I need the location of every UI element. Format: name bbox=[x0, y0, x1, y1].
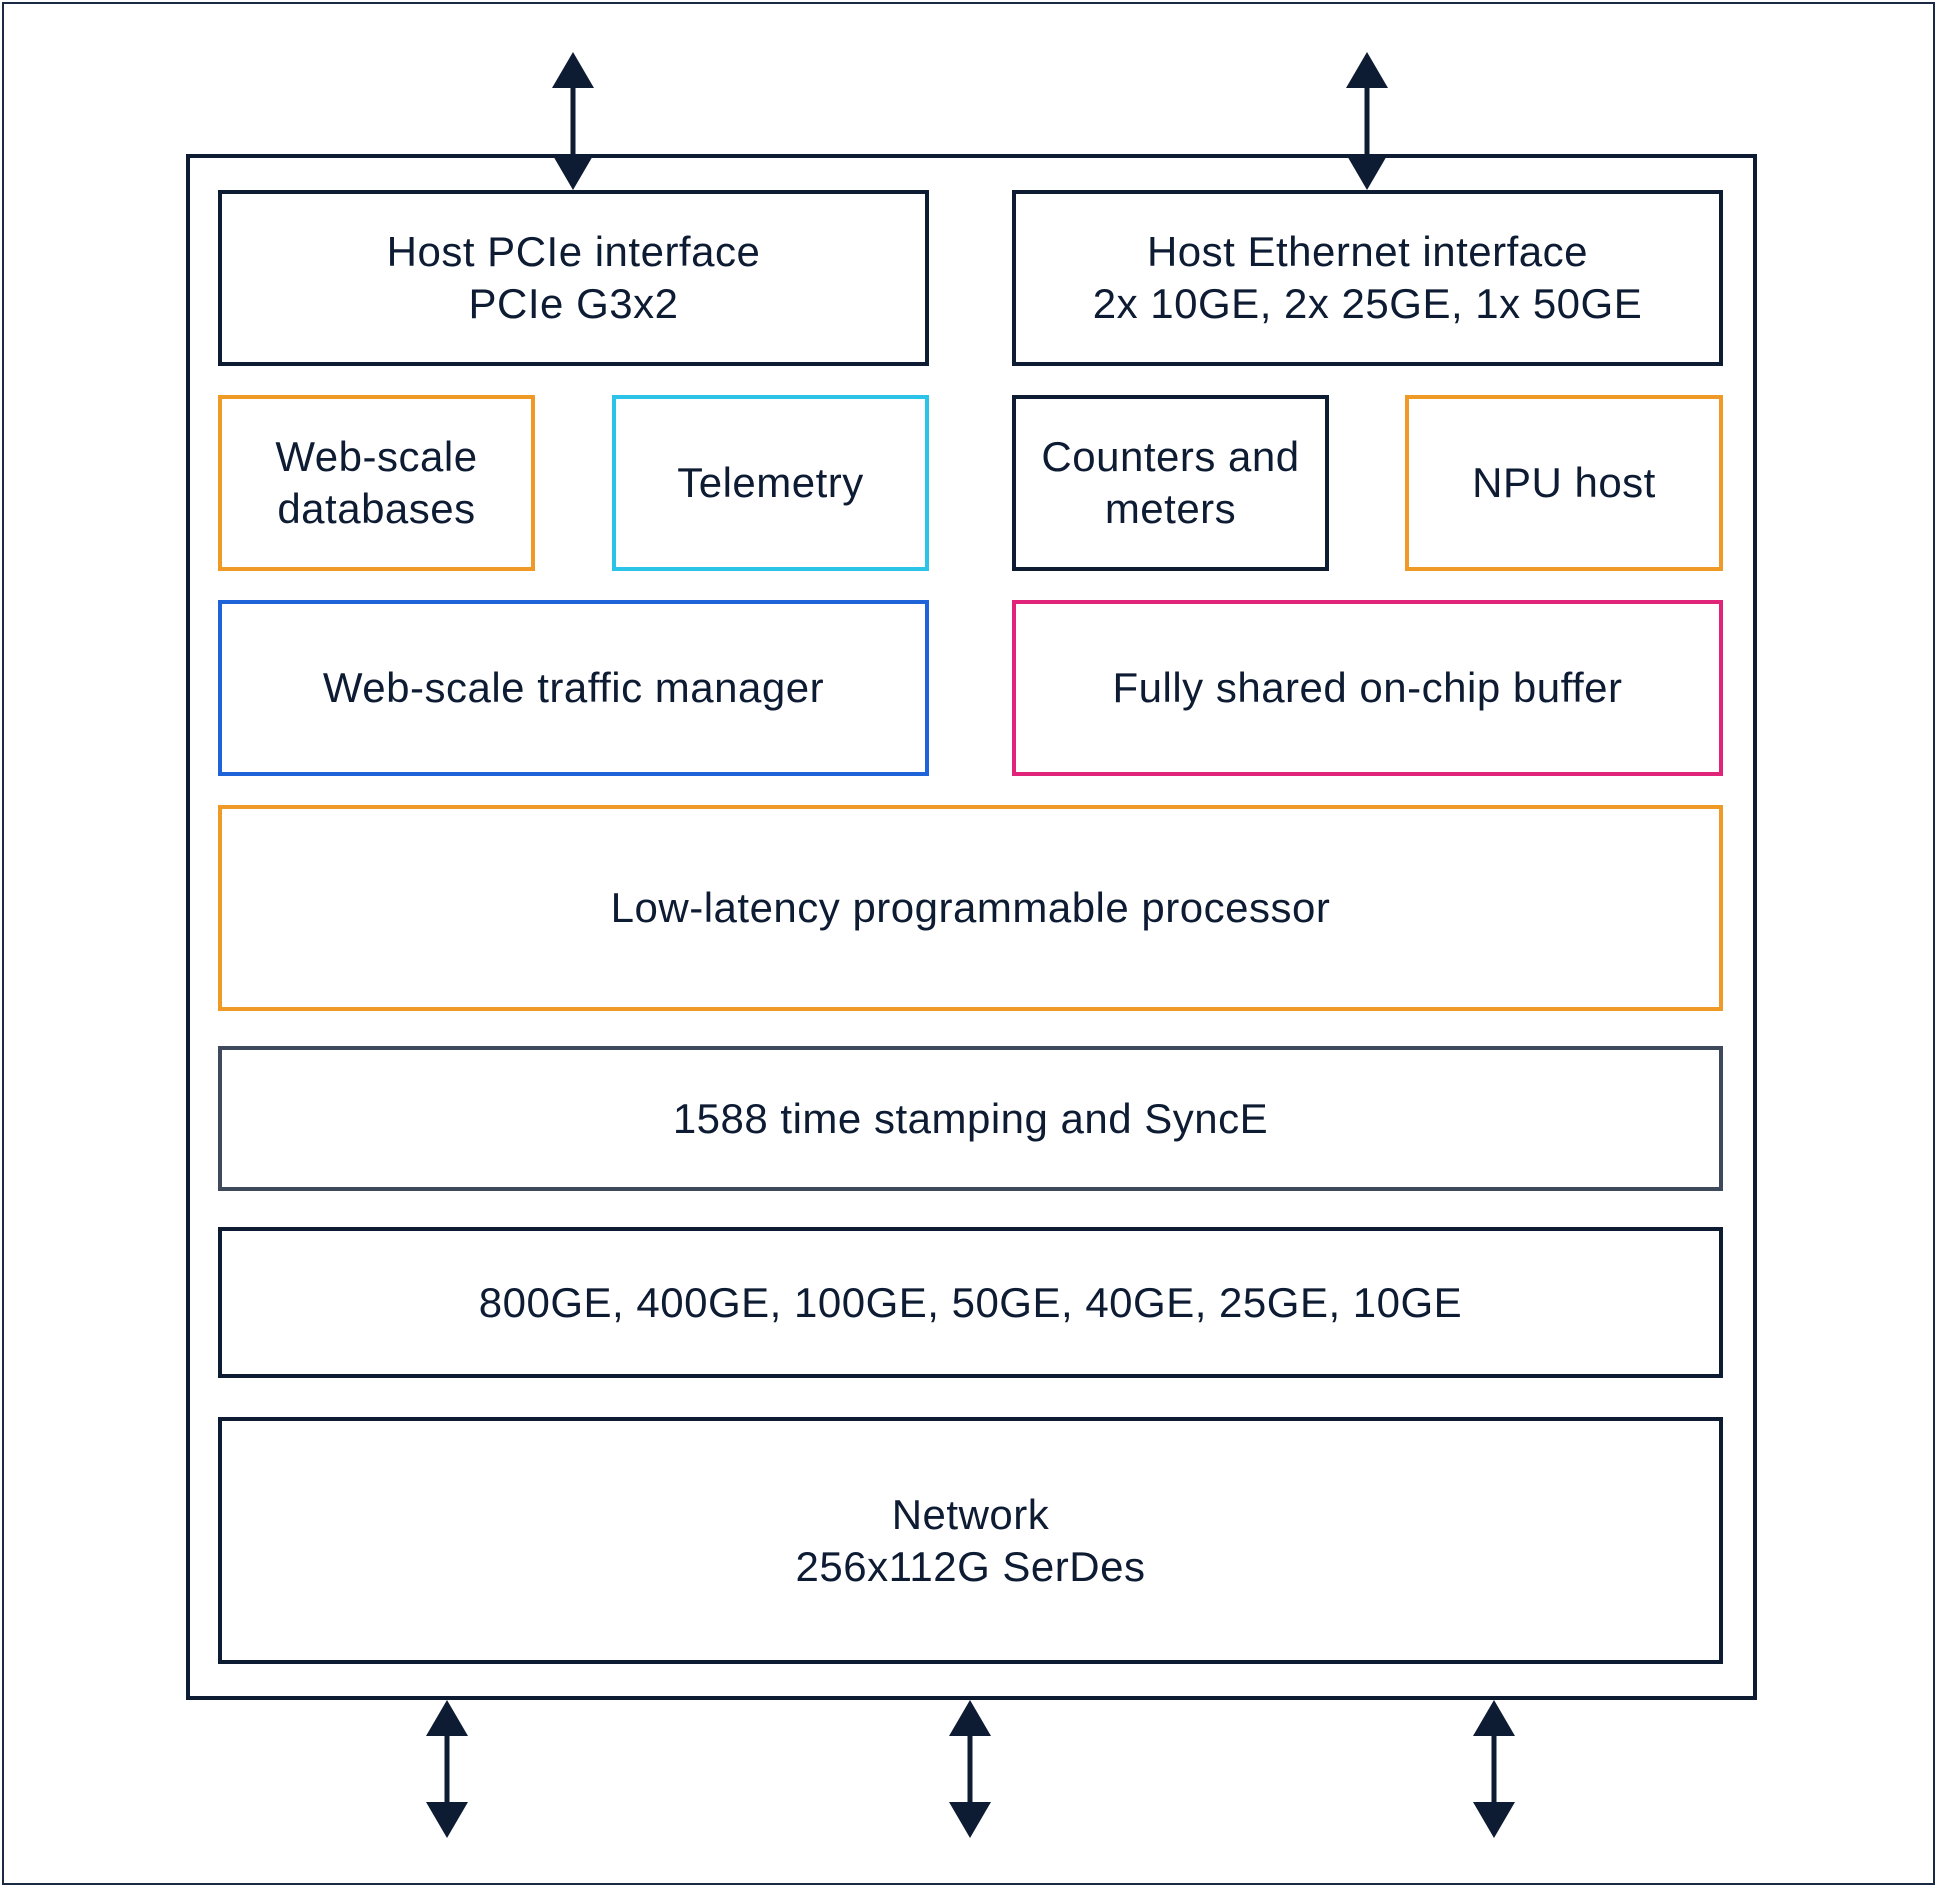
onchip-buffer-block: Fully shared on-chip buffer bbox=[1012, 600, 1723, 776]
host-pcie-interface-block: Host PCIe interface PCIe G3x2 bbox=[218, 190, 929, 366]
bidirectional-arrow-bottom-left bbox=[426, 1700, 468, 1838]
bidirectional-arrow-bottom-right bbox=[1473, 1700, 1515, 1838]
port-speeds-label: 800GE, 400GE, 100GE, 50GE, 40GE, 25GE, 1… bbox=[478, 1278, 1463, 1326]
traffic-manager-block: Web-scale traffic manager bbox=[218, 600, 929, 776]
host-ethernet-interface-block: Host Ethernet interface 2x 10GE, 2x 25GE… bbox=[1012, 190, 1723, 366]
bidirectional-arrow-top-ethernet bbox=[1346, 52, 1388, 190]
npu-host-label: NPU host bbox=[1472, 459, 1656, 506]
host-pcie-subtitle: PCIe G3x2 bbox=[468, 280, 679, 327]
host-pcie-title: Host PCIe interface bbox=[386, 228, 761, 275]
telemetry-label: Telemetry bbox=[677, 459, 864, 506]
programmable-processor-block: Low-latency programmable processor bbox=[218, 805, 1723, 1011]
onchip-buffer-label: Fully shared on-chip buffer bbox=[1112, 664, 1623, 711]
counters-and-meters-block: Counters and meters bbox=[1012, 395, 1329, 571]
network-subtitle: 256x112G SerDes bbox=[795, 1542, 1146, 1590]
web-scale-databases-block: Web-scale databases bbox=[218, 395, 535, 571]
telemetry-block: Telemetry bbox=[612, 395, 929, 571]
processor-label: Low-latency programmable processor bbox=[610, 884, 1331, 931]
network-serdes-block: Network 256x112G SerDes bbox=[218, 1417, 1723, 1664]
web-scale-databases-line1: Web-scale bbox=[275, 433, 478, 480]
timestamping-label: 1588 time stamping and SyncE bbox=[672, 1094, 1269, 1142]
chip-boundary bbox=[186, 154, 1757, 1700]
port-speeds-block: 800GE, 400GE, 100GE, 50GE, 40GE, 25GE, 1… bbox=[218, 1227, 1723, 1378]
timestamping-synce-block: 1588 time stamping and SyncE bbox=[218, 1046, 1723, 1191]
host-ethernet-title: Host Ethernet interface bbox=[1146, 228, 1589, 275]
counters-meters-line1: Counters and bbox=[1041, 433, 1300, 480]
npu-host-block: NPU host bbox=[1405, 395, 1723, 571]
traffic-manager-label: Web-scale traffic manager bbox=[322, 664, 825, 711]
network-title: Network bbox=[891, 1490, 1050, 1538]
bidirectional-arrow-bottom-center bbox=[949, 1700, 991, 1838]
host-ethernet-subtitle: 2x 10GE, 2x 25GE, 1x 50GE bbox=[1092, 280, 1643, 327]
bidirectional-arrow-top-pcie bbox=[552, 52, 594, 190]
web-scale-databases-line2: databases bbox=[277, 485, 476, 532]
counters-meters-line2: meters bbox=[1104, 485, 1237, 532]
